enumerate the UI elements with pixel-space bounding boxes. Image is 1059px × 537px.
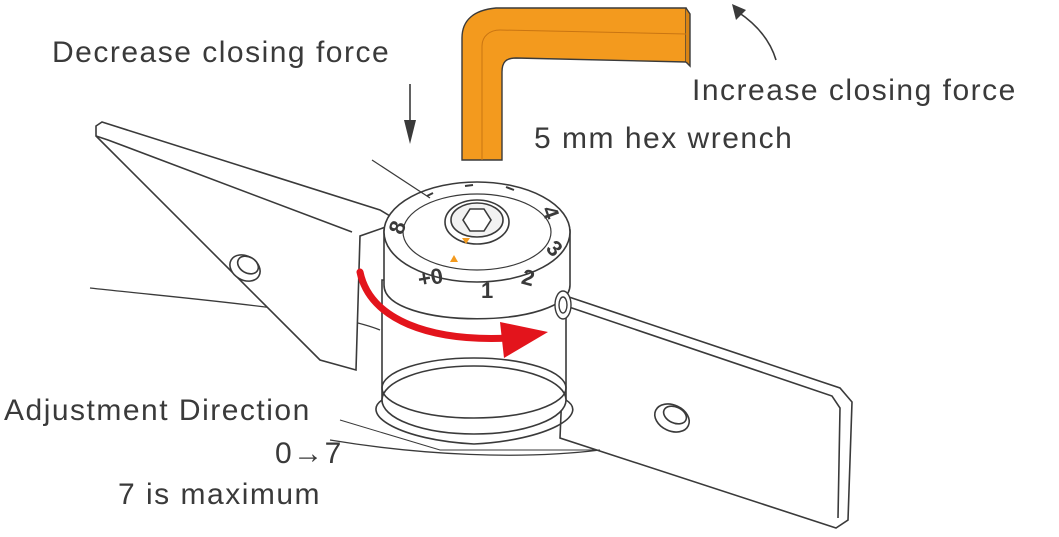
leader-line xyxy=(371,159,431,199)
scale-mark-0: +0 xyxy=(416,263,445,292)
scale-mark-1: 1 xyxy=(481,278,493,303)
adjustment-max-label: 7 is maximum xyxy=(118,478,322,511)
hinge-pin xyxy=(554,290,572,320)
adjustment-dial xyxy=(383,181,571,320)
adjustment-range-label: 0→7 xyxy=(275,437,343,470)
hex-wrench xyxy=(461,7,691,161)
hex-socket-icon xyxy=(444,199,510,245)
right-hinge-leaf xyxy=(559,294,853,529)
wrench-size-label: 5 mm hex wrench xyxy=(534,122,794,155)
curved-arrow-icon xyxy=(732,4,777,61)
increase-force-label: Increase closing force xyxy=(692,74,1017,107)
adjustment-direction-title: Adjustment Direction xyxy=(4,394,311,427)
left-hinge-leaf xyxy=(95,121,402,372)
rotation-arrow-icon xyxy=(356,268,548,358)
decrease-force-label: Decrease closing force xyxy=(52,36,391,69)
down-arrow-icon xyxy=(404,84,416,144)
